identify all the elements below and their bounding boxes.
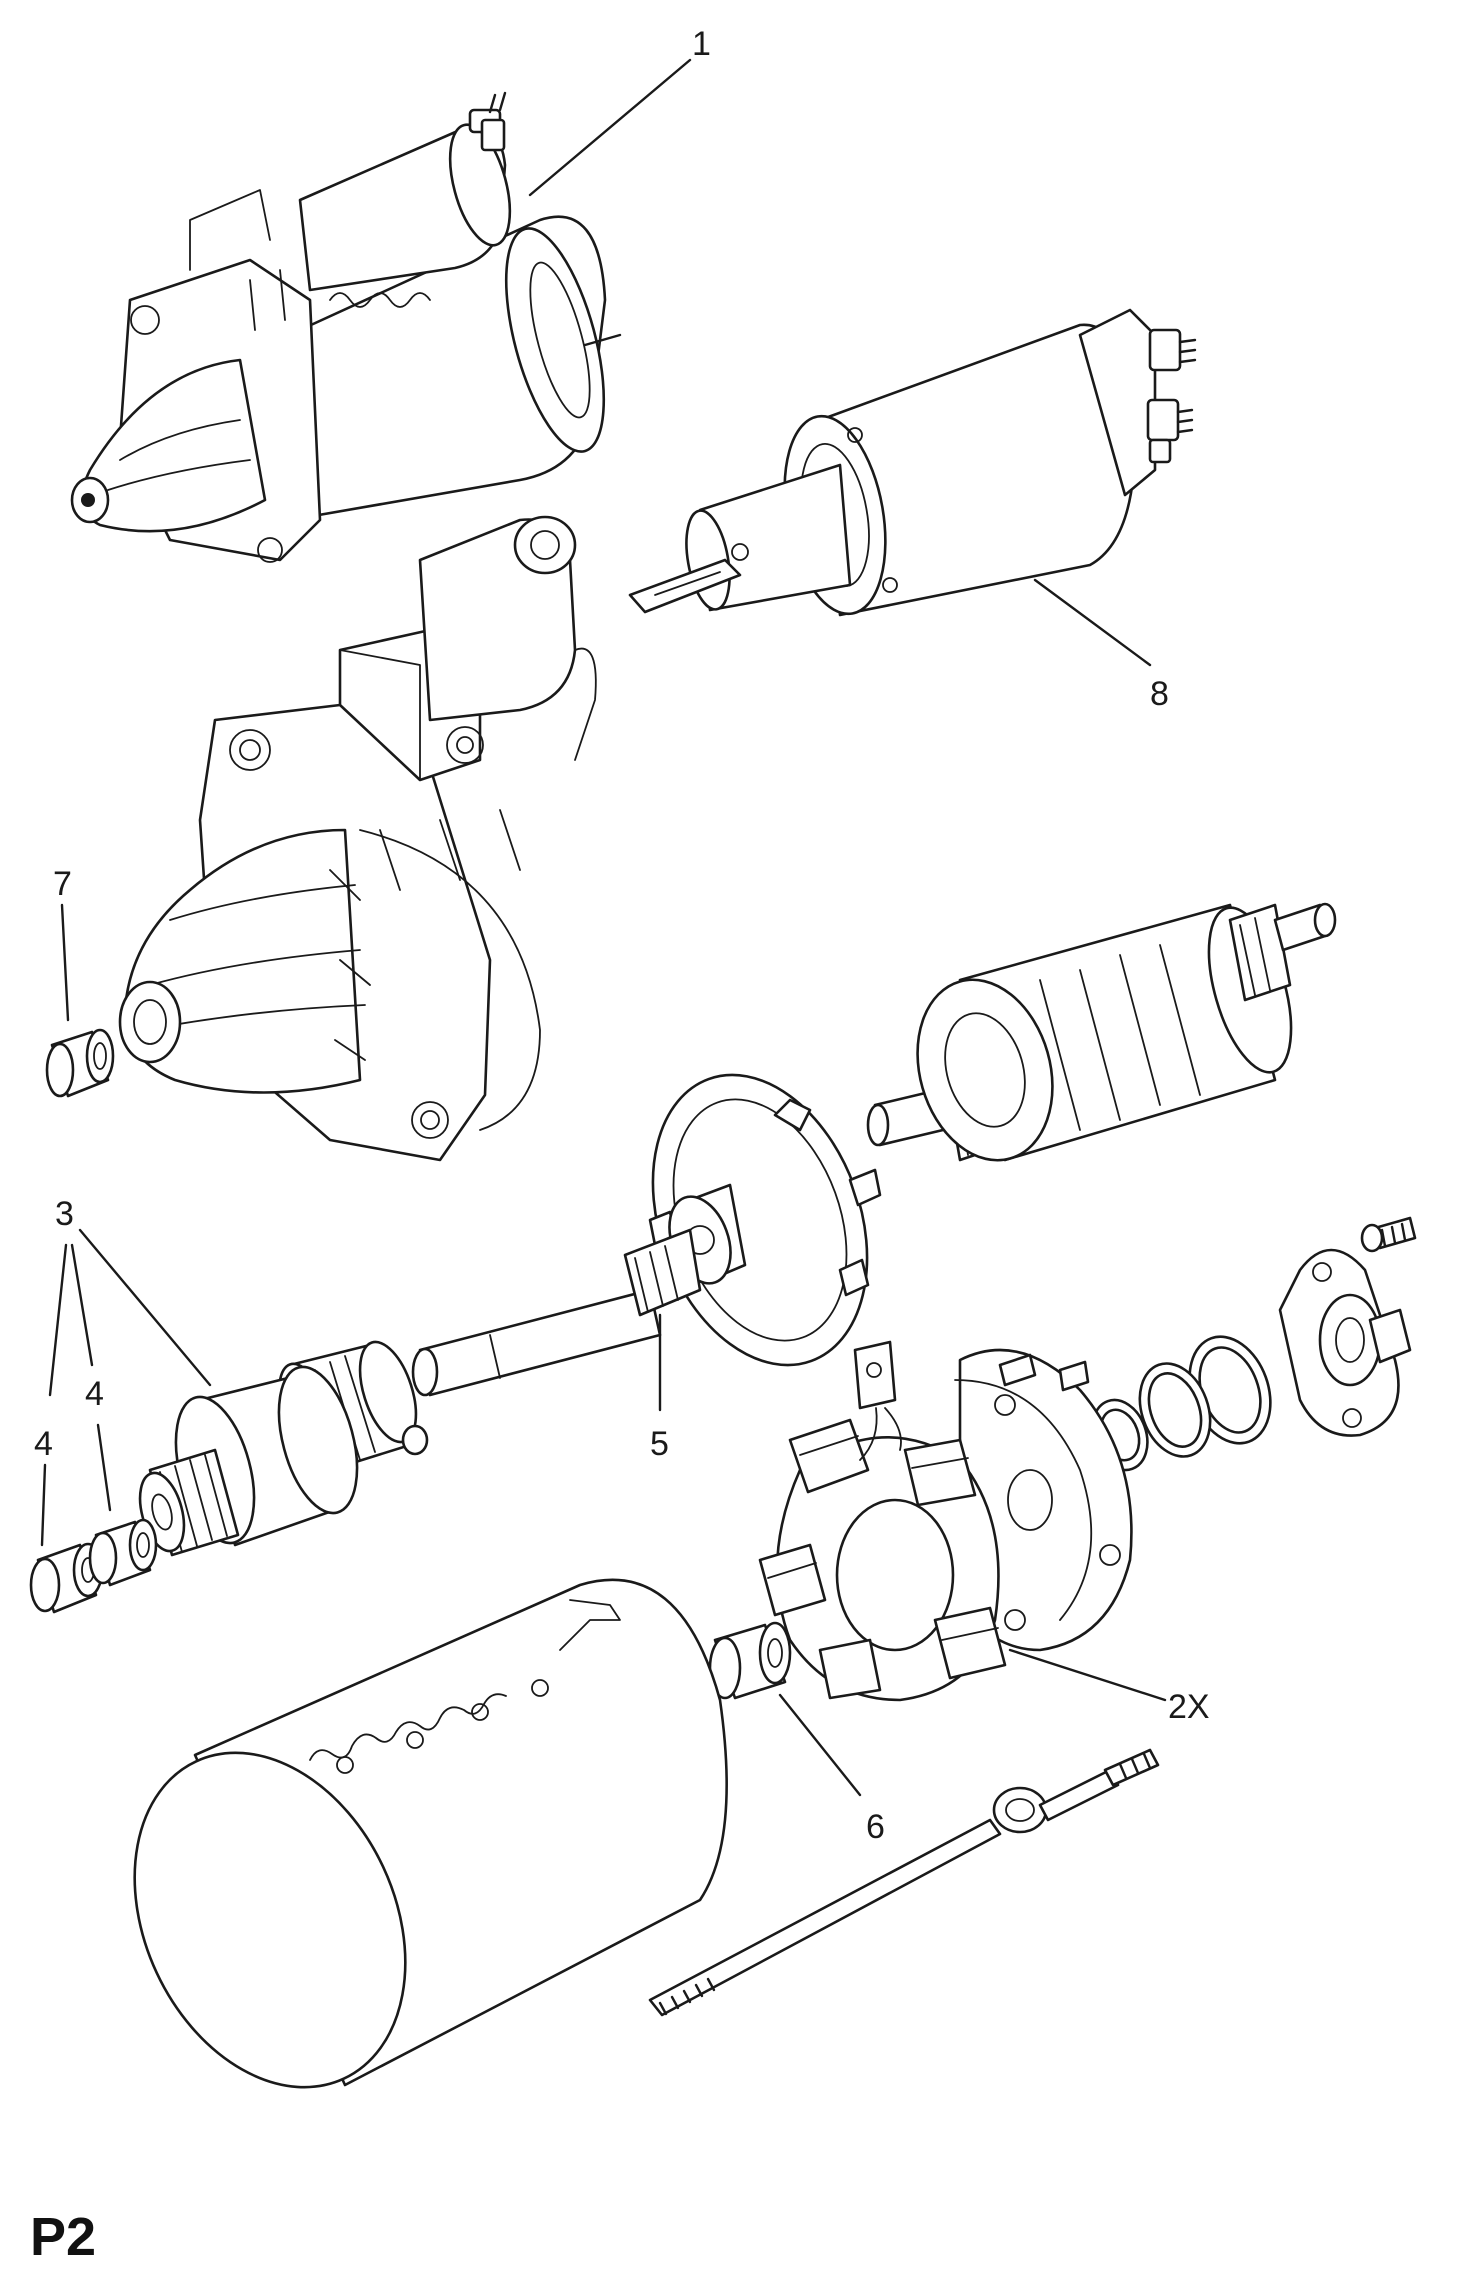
motor-yoke-housing (133, 1578, 728, 2089)
callout-5: 5 (650, 1425, 669, 1463)
shim-rings (1091, 1335, 1272, 1472)
end-cap-plate (1278, 1216, 1417, 1437)
callout-6: 6 (866, 1808, 885, 1846)
part-3-drive-pinion (138, 1340, 429, 1557)
part-5-gear-shaft (411, 1073, 882, 1397)
leader-2x (1008, 1648, 1167, 1702)
part-6-bushing (708, 1621, 792, 1700)
callout-8: 8 (1150, 675, 1169, 713)
part-7-bushing (45, 1028, 115, 1098)
part-1-starter-assembly (70, 91, 622, 563)
callout-4b: 4 (85, 1375, 104, 1413)
callout-7: 7 (53, 865, 72, 903)
leader-8 (1033, 578, 1152, 667)
leader-1 (528, 58, 692, 197)
part-4-bushings (29, 1518, 158, 1614)
leader-4a (40, 1463, 47, 1547)
part-2x-brush-holder (758, 1340, 1007, 1702)
part-8-solenoid (628, 308, 1197, 617)
leader-3b (48, 1243, 68, 1397)
callout-3: 3 (55, 1195, 74, 1233)
leader-7 (60, 903, 70, 1022)
drive-end-housing (118, 515, 597, 1162)
armature (866, 902, 1337, 1162)
leader-3a (78, 1228, 212, 1387)
leader-3c (70, 1243, 94, 1367)
callout-1: 1 (692, 25, 711, 63)
through-bolt (648, 1748, 1160, 2017)
page-code: P2 (30, 2207, 96, 2267)
commutator-end-shield (954, 1348, 1133, 1652)
callout-4a: 4 (34, 1425, 53, 1463)
leader-6 (778, 1693, 862, 1797)
callout-2x: 2X (1168, 1688, 1210, 1726)
leader-4b (96, 1423, 112, 1512)
